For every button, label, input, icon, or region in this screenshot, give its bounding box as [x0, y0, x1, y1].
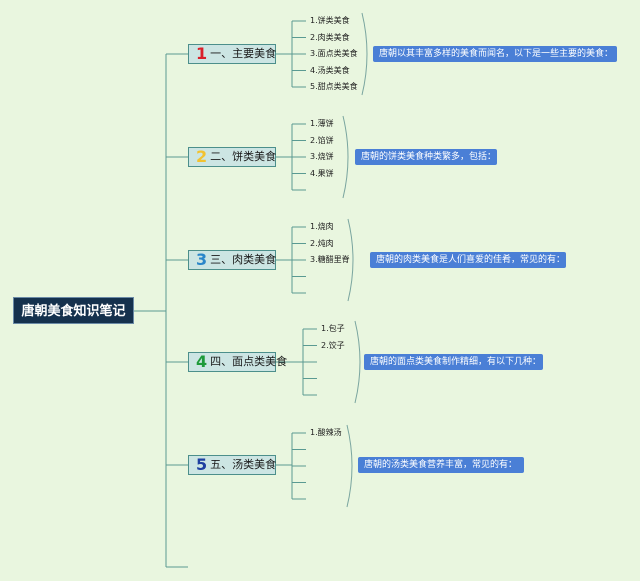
branch-number: 2: [196, 147, 208, 166]
leaf-item[interactable]: 3.面点类美食: [310, 49, 358, 58]
leaf-item[interactable]: 1.烧肉: [310, 222, 334, 231]
summary-note[interactable]: 唐朝的面点类美食制作精细，有以下几种：: [364, 354, 543, 370]
summary-note[interactable]: 唐朝以其丰富多样的美食而闻名，以下是一些主要的美食：: [373, 46, 617, 62]
branch-number: 5: [196, 455, 208, 474]
summary-brace: [354, 320, 361, 404]
root-topic[interactable]: 唐朝美食知识笔记: [13, 297, 134, 324]
leaf-item[interactable]: 3.烧饼: [310, 152, 334, 161]
leaf-item[interactable]: 2.肉类美食: [310, 32, 350, 42]
leaf-item[interactable]: 2.炖肉: [310, 238, 334, 248]
branch-number: 1: [196, 44, 208, 63]
leaf-item[interactable]: 1.薄饼: [310, 119, 334, 128]
leaf-item[interactable]: 1.酸辣汤: [310, 428, 342, 437]
summary-note[interactable]: 唐朝的汤类美食营养丰富，常见的有：: [358, 457, 524, 473]
leaf-item[interactable]: 3.糖醋里脊: [310, 255, 350, 264]
leaf-item[interactable]: 4.果饼: [310, 168, 334, 178]
summary-brace: [342, 115, 349, 199]
branch-label: 二、饼类美食: [210, 150, 277, 163]
branch-label: 一、主要美食: [210, 47, 277, 60]
summary-note[interactable]: 唐朝的饼类美食种类繁多，包括：: [355, 149, 497, 165]
summary-brace: [346, 424, 353, 508]
branch-label: 五、汤类美食: [210, 458, 277, 471]
leaf-item[interactable]: 5.甜点类美食: [310, 82, 358, 91]
leaf-item[interactable]: 1.包子: [321, 324, 345, 333]
summary-brace: [361, 12, 368, 96]
leaf-item[interactable]: 2.饺子: [321, 340, 345, 350]
leaf-item[interactable]: 2.馅饼: [310, 135, 334, 145]
leaf-item[interactable]: 1.饼类美食: [310, 16, 350, 25]
leaf-item[interactable]: 4.汤类美食: [310, 65, 350, 75]
branch-number: 4: [196, 352, 208, 371]
summary-note[interactable]: 唐朝的肉类美食是人们喜爱的佳肴，常见的有：: [370, 252, 566, 268]
branch-label: 三、肉类美食: [210, 253, 277, 266]
branch-number: 3: [196, 250, 208, 269]
branch-label: 四、面点类美食: [210, 355, 288, 368]
summary-brace: [347, 218, 354, 302]
